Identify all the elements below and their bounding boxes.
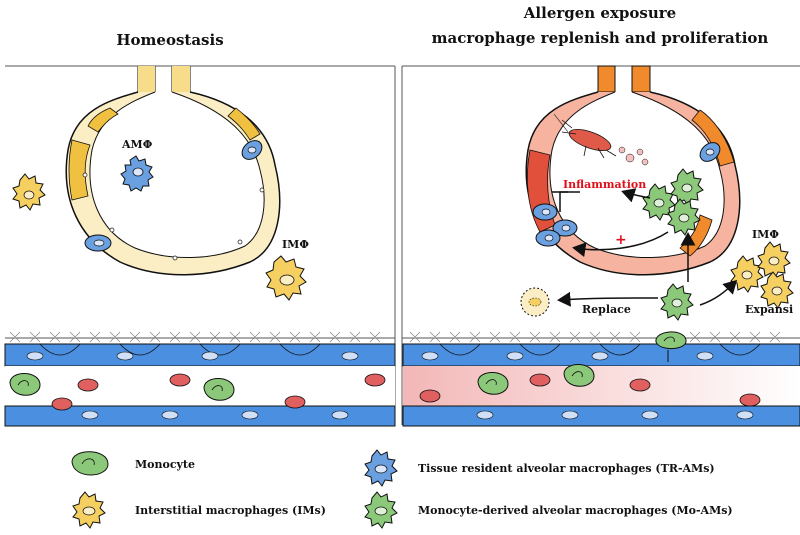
im-label-right: IMΦ [752, 228, 779, 241]
allergen-particles [618, 146, 649, 166]
red-blood-cell [739, 393, 761, 407]
legend-monocyte-label: Monocyte [135, 458, 195, 471]
red-blood-cell [284, 395, 306, 409]
monocyte-cell [477, 372, 509, 395]
red-blood-cell [364, 373, 386, 387]
legend-mo-am-label: Monocyte-derived alveolar macrophages (M… [418, 504, 733, 517]
mo-am-cluster [642, 168, 704, 236]
replace-label: Replace [582, 303, 631, 316]
left-title: Homeostasis [116, 31, 223, 49]
legend-im-label: Interstitial macrophages (IMs) [135, 504, 326, 517]
monocyte-cell [9, 373, 41, 396]
interstitial-macrophage-cell [265, 255, 307, 301]
red-blood-cell [629, 378, 651, 392]
monocyte-cell [203, 378, 235, 401]
legend-monocyte-icon [71, 451, 109, 476]
cockroach-icon [553, 113, 617, 159]
red-blood-cell [169, 373, 191, 387]
left-vessel [4, 331, 396, 427]
left-alveolus [65, 66, 281, 276]
activation-arrow-icon [572, 231, 669, 258]
legend-tr-am-label: Tissue resident alveolar macrophages (TR… [418, 462, 715, 475]
interstitial-macrophage-cluster [730, 241, 794, 309]
tr-am-wall-cell [699, 142, 721, 162]
right-vessel [402, 331, 800, 427]
interstitial-macrophage-cell [12, 173, 46, 211]
replace-arrow-icon [557, 291, 659, 307]
red-blood-cell [77, 378, 99, 392]
right-alveolus [525, 65, 741, 276]
inflammation-label: Inflammation [563, 178, 646, 191]
inhibition-arrow-icon [552, 191, 580, 212]
red-blood-cell [529, 373, 551, 387]
red-blood-cell [51, 397, 73, 411]
expansion-label: Expansi [745, 303, 793, 316]
tr-am-cluster [532, 203, 578, 247]
right-title-line2: macrophage replenish and proliferation [432, 29, 769, 47]
legend-mo-am-icon [364, 491, 398, 529]
expansion-arrow-icon [699, 279, 738, 306]
differentiating-monocyte [660, 283, 694, 321]
red-blood-cell [419, 389, 441, 403]
legend-tr-am-icon [364, 449, 398, 487]
tr-am-wall-cell [84, 234, 112, 252]
dying-macrophage-cell [520, 287, 550, 317]
monocyte-cell [563, 364, 595, 387]
tr-am-wall-cell [241, 140, 263, 160]
plus-label: + [615, 232, 627, 248]
right-title-line1: Allergen exposure [523, 4, 676, 22]
am-label: AMΦ [121, 138, 153, 151]
alveolar-macrophage-cell [120, 155, 154, 192]
im-label-left: IMΦ [282, 238, 309, 251]
legend-im-icon [72, 491, 106, 529]
activation-arrow-icon [621, 188, 651, 203]
extravasating-monocyte [655, 331, 687, 362]
